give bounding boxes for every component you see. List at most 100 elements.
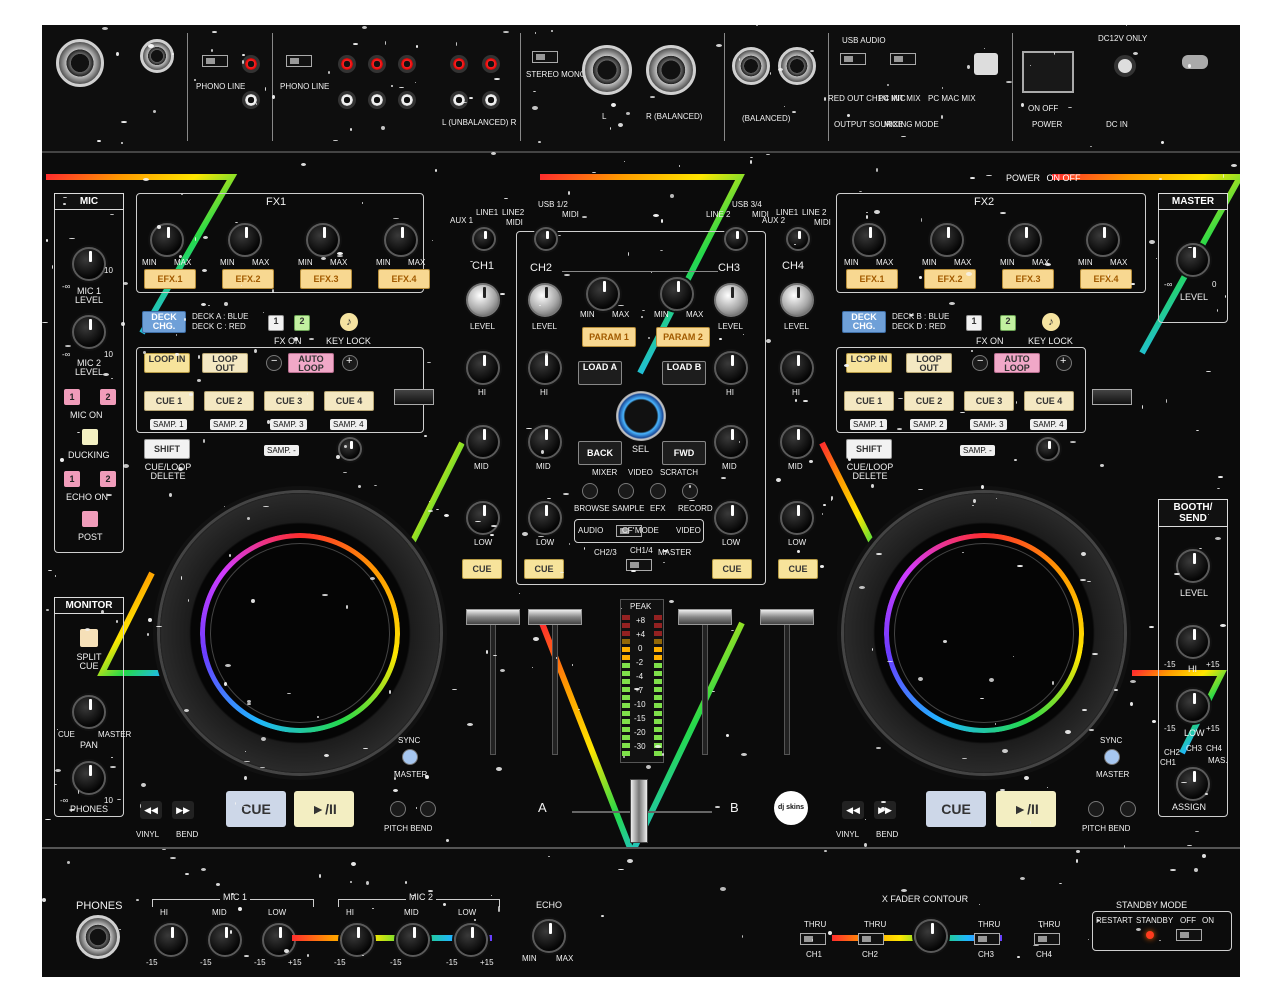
ch2-cue-button[interactable]: CUE: [524, 559, 564, 579]
xlr-left[interactable]: [582, 45, 632, 95]
fx-on-1-button-l[interactable]: 1: [268, 315, 284, 331]
fx1-knob-4[interactable]: [384, 223, 418, 257]
auto-loop-button-r[interactable]: AUTO LOOP: [994, 353, 1040, 373]
ch4-level-knob[interactable]: [780, 283, 814, 317]
mic1-mid-knob[interactable]: [208, 923, 242, 957]
play-pause-icon-r[interactable]: ►/II: [996, 791, 1056, 827]
pitch-fader-r[interactable]: [1092, 389, 1132, 405]
load-a-button[interactable]: LOAD A: [578, 361, 622, 385]
browse-button[interactable]: [582, 483, 598, 499]
echo-knob[interactable]: [532, 919, 566, 953]
efx1-button-l[interactable]: EFX.1: [144, 269, 196, 289]
ch1-fader[interactable]: [466, 609, 520, 625]
phono-line-switch-1[interactable]: [202, 55, 228, 67]
auto-loop-plus-l[interactable]: [342, 355, 358, 371]
ch1-xfader-assign[interactable]: [800, 933, 826, 945]
mic2-low-knob[interactable]: [454, 923, 488, 957]
ch3-mid-knob[interactable]: [714, 425, 748, 459]
efx-button[interactable]: [650, 483, 666, 499]
param2-knob[interactable]: [660, 277, 694, 311]
rca-r-2[interactable]: [338, 55, 356, 73]
ch3-source-knob[interactable]: [724, 227, 748, 251]
master-level-knob[interactable]: [1176, 243, 1210, 277]
auto-loop-button-l[interactable]: AUTO LOOP: [288, 353, 334, 373]
efx1-button-r[interactable]: EFX.1: [846, 269, 898, 289]
split-cue-button[interactable]: [80, 629, 98, 647]
shift-button-r[interactable]: SHIFT: [846, 439, 892, 459]
param2-button[interactable]: PARAM 2: [656, 327, 710, 347]
ch2-low-knob[interactable]: [528, 501, 562, 535]
rca-l-1[interactable]: [242, 91, 260, 109]
ch4-cue-button[interactable]: CUE: [778, 559, 818, 579]
stereo-mono-switch[interactable]: [532, 51, 558, 63]
front-phones-jack[interactable]: [76, 915, 120, 959]
efx3-button-r[interactable]: EFX.3: [1002, 269, 1054, 289]
auto-loop-minus-r[interactable]: [972, 355, 988, 371]
rca-l-5[interactable]: [450, 91, 468, 109]
ch1-source-knob[interactable]: [472, 227, 496, 251]
echo1-button[interactable]: 1: [64, 471, 80, 487]
fx-on-1-button-r[interactable]: 1: [966, 315, 982, 331]
shift-button-l[interactable]: SHIFT: [144, 439, 190, 459]
sync-button-r[interactable]: [1104, 749, 1120, 765]
mic1-level-knob[interactable]: [72, 247, 106, 281]
pitch-bend-minus-l[interactable]: [390, 801, 406, 817]
fx2-knob-2[interactable]: [930, 223, 964, 257]
auto-loop-plus-r[interactable]: [1056, 355, 1072, 371]
cue1-button-r[interactable]: CUE 1: [844, 391, 894, 411]
rca-l-6[interactable]: [482, 91, 500, 109]
crossfader[interactable]: [630, 779, 648, 843]
param1-knob[interactable]: [586, 277, 620, 311]
post-button[interactable]: [82, 511, 98, 527]
mic1-hi-knob[interactable]: [154, 923, 188, 957]
rewind-icon[interactable]: ◀◀: [140, 801, 162, 819]
ch3-hi-knob[interactable]: [714, 351, 748, 385]
ch2-source-knob[interactable]: [534, 227, 558, 251]
phones-jack-rear[interactable]: [140, 39, 174, 73]
loop-in-button-r[interactable]: LOOP IN: [846, 353, 892, 373]
efx4-button-r[interactable]: EFX.4: [1080, 269, 1132, 289]
efx4-button-l[interactable]: EFX.4: [378, 269, 430, 289]
rca-r-4[interactable]: [398, 55, 416, 73]
rca-r-5[interactable]: [450, 55, 468, 73]
ch2-xfader-assign[interactable]: [858, 933, 884, 945]
pitch-bend-plus-l[interactable]: [420, 801, 436, 817]
output-source-switch[interactable]: [840, 53, 866, 65]
booth-level-knob[interactable]: [1176, 549, 1210, 583]
cue1-button-l[interactable]: CUE 1: [144, 391, 194, 411]
mic2-on-button[interactable]: 2: [100, 389, 116, 405]
samp-vol-knob-r[interactable]: [1036, 437, 1060, 461]
loop-out-button-l[interactable]: LOOP OUT: [202, 353, 248, 373]
mixing-mode-switch[interactable]: [890, 53, 916, 65]
ch4-fader[interactable]: [760, 609, 814, 625]
key-lock-icon-r[interactable]: ♪: [1042, 313, 1060, 331]
ch1-hi-knob[interactable]: [466, 351, 500, 385]
echo2-button[interactable]: 2: [100, 471, 116, 487]
record-button[interactable]: [682, 483, 698, 499]
rca-r-6[interactable]: [482, 55, 500, 73]
rca-r-1[interactable]: [242, 55, 260, 73]
mic-combo-jack[interactable]: [56, 39, 104, 87]
load-b-button[interactable]: LOAD B: [662, 361, 706, 385]
sample-button[interactable]: [618, 483, 634, 499]
param1-button[interactable]: PARAM 1: [582, 327, 636, 347]
xlr-right[interactable]: [646, 45, 696, 95]
fx2-knob-3[interactable]: [1008, 223, 1042, 257]
ch1-low-knob[interactable]: [466, 501, 500, 535]
cue3-button-r[interactable]: CUE 3: [964, 391, 1014, 411]
cue-button-r[interactable]: CUE: [926, 791, 986, 827]
ch3-cue-button[interactable]: CUE: [712, 559, 752, 579]
booth-jack-r[interactable]: [778, 47, 816, 85]
sel-encoder[interactable]: [616, 391, 666, 441]
mic1-low-knob[interactable]: [262, 923, 296, 957]
x-fader-contour-knob[interactable]: [914, 919, 948, 953]
ch4-mid-knob[interactable]: [780, 425, 814, 459]
phono-line-switch-2[interactable]: [286, 55, 312, 67]
ch2-hi-knob[interactable]: [528, 351, 562, 385]
key-lock-icon[interactable]: ♪: [340, 313, 358, 331]
loop-in-button-l[interactable]: LOOP IN: [144, 353, 190, 373]
fx2-knob-4[interactable]: [1086, 223, 1120, 257]
rca-l-2[interactable]: [338, 91, 356, 109]
fx1-knob-1[interactable]: [150, 223, 184, 257]
ch4-hi-knob[interactable]: [780, 351, 814, 385]
